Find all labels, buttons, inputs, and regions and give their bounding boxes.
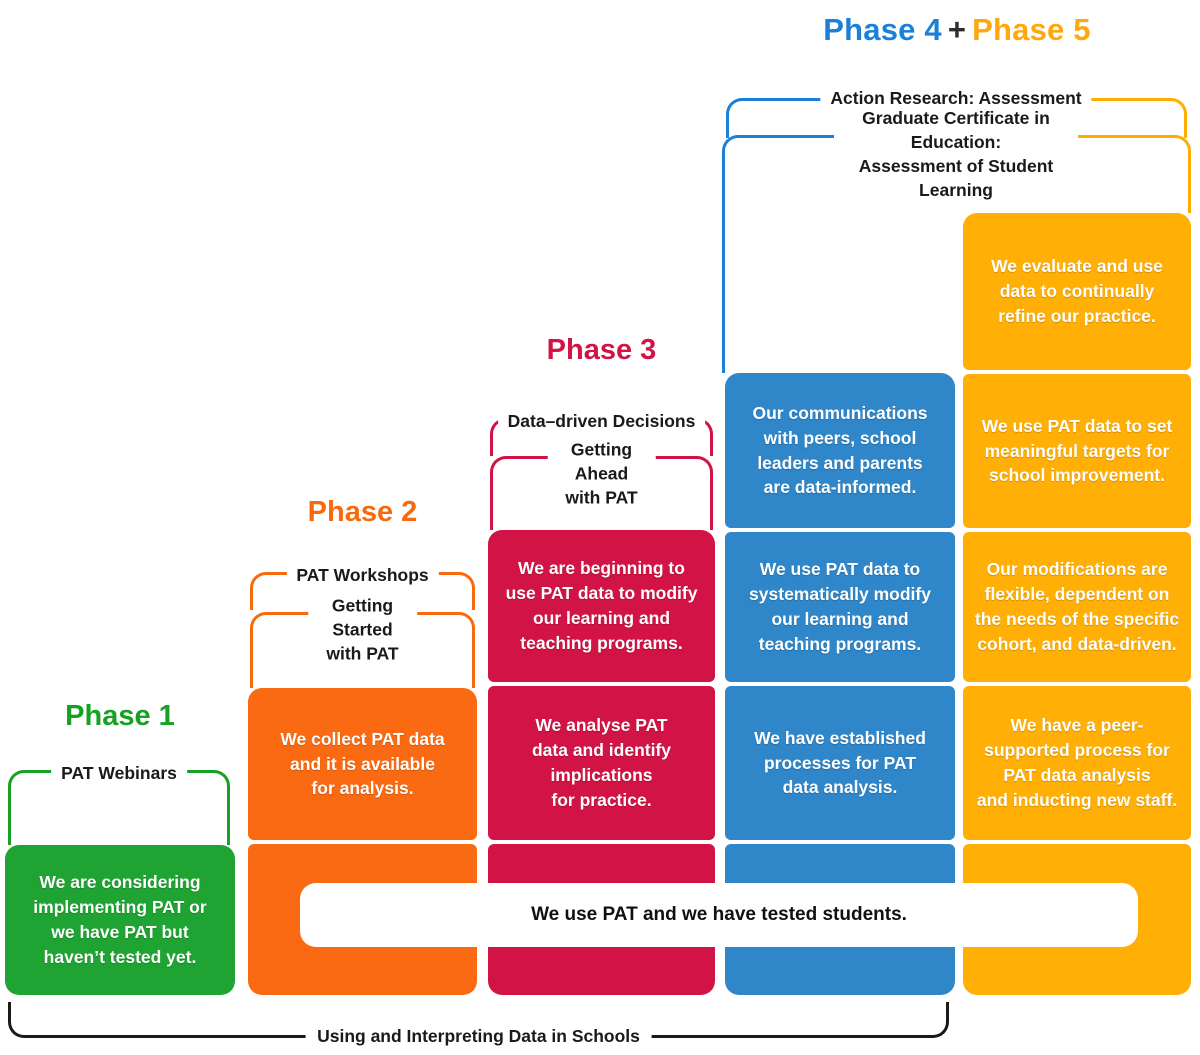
data-driven-bracket: Data–driven Decisions [490,409,713,456]
using-data-bracket: Using and Interpreting Data in Schools [8,1002,949,1048]
pat-workshops-bracket: PAT Workshops [250,563,475,610]
using-data-label: Using and Interpreting Data in Schools [305,1023,652,1048]
tested-students-bar: We use PAT and we have tested students. [300,883,1138,947]
phase2-title: Phase 2 [307,496,418,528]
phase5-cell: We use PAT data to set meaningful target… [963,374,1191,528]
phase4-cell: Our communications with peers, school le… [725,373,955,528]
plus-sign: + [947,12,967,47]
phase1-cell: We are considering implementing PAT or w… [5,845,235,995]
phase5-cell: We evaluate and use data to continually … [963,213,1191,370]
action-research-label: Action Research: Assessment [820,86,1092,110]
phase2-column: We collect PAT data and it is available … [248,688,477,995]
grad-cert-label: Graduate Certificate in Education: Asses… [834,106,1078,203]
phase3-cell: We are beginning to use PAT data to modi… [488,530,715,682]
phase5-cell: We have a peer- supported process for PA… [963,686,1191,840]
phase3-column: We are beginning to use PAT data to modi… [488,530,715,995]
phase1-column: We are considering implementing PAT or w… [5,845,235,995]
phase1-title: Phase 1 [65,700,175,732]
phase2-cell: We collect PAT data and it is available … [248,688,477,840]
pat-webinars-bracket: PAT Webinars [8,761,230,845]
phase4-column: Our communications with peers, school le… [725,373,955,995]
phase5-column: We evaluate and use data to continually … [963,213,1191,995]
getting-ahead-label: Getting Ahead with PAT [547,437,656,510]
data-driven-label: Data–driven Decisions [497,409,706,433]
phase5-title: Phase 5 [972,12,1091,47]
phase3-title: Phase 3 [546,334,657,366]
phase4-cell: We have established processes for PAT da… [725,686,955,840]
pat-workshops-label: PAT Workshops [286,563,439,587]
getting-started-bracket: Getting Started with PAT [250,593,475,688]
phase3-cell: We analyse PAT data and identify implica… [488,686,715,840]
pat-webinars-label: PAT Webinars [51,761,187,785]
phase4-5-heading: Phase 4+Phase 5 [718,12,1196,48]
getting-started-label: Getting Started with PAT [307,593,418,666]
phase5-cell: Our modifications are flexible, dependen… [963,532,1191,682]
getting-ahead-bracket: Getting Ahead with PAT [490,437,713,530]
phase4-title: Phase 4 [823,12,942,47]
phase4-cell: We use PAT data to systematically modify… [725,532,955,682]
